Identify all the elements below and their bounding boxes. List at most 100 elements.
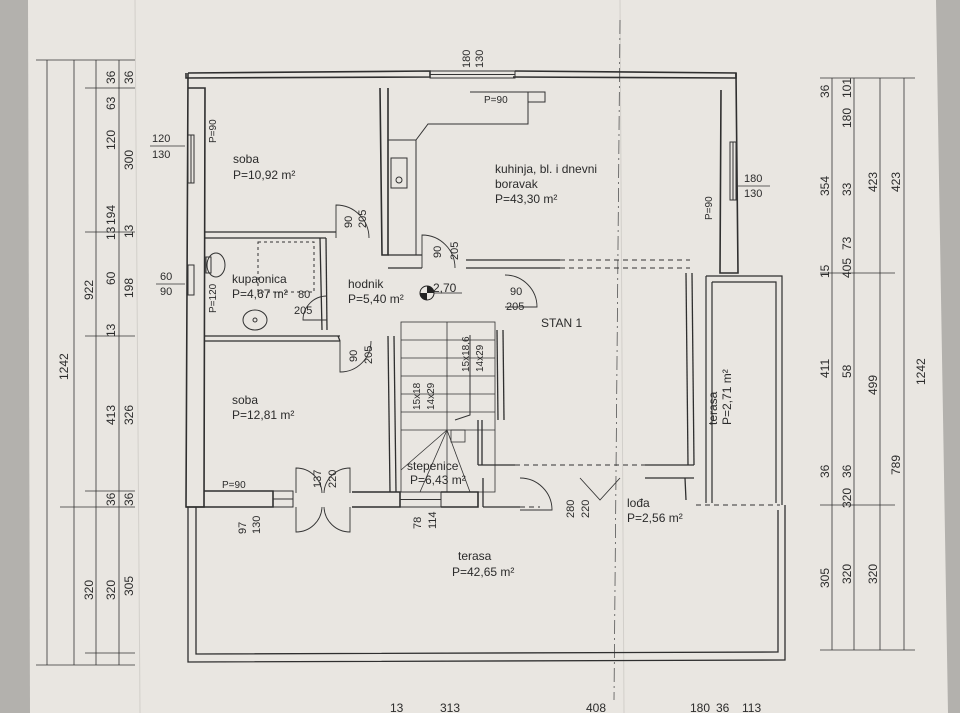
door-loggia: [519, 477, 553, 511]
dim-left-b4: 13: [104, 226, 118, 240]
dim-right-d0: 423: [889, 172, 903, 192]
terrace-area: P=42,65 m²: [452, 565, 514, 579]
parapet-room2: P=90: [222, 480, 246, 491]
stairs-area: P=6,43 m²: [410, 473, 466, 487]
opening-loggia-h: 220: [580, 500, 592, 518]
terrace-outline: [187, 505, 786, 663]
dim-left-b2: 120: [104, 130, 118, 150]
dim-right-a4: 73: [840, 236, 854, 250]
dim-left-b3: 194: [104, 205, 118, 225]
door-bath: [302, 295, 328, 321]
dim-right-a8: 320: [840, 488, 854, 508]
door-room1-w: 90: [343, 216, 355, 228]
window-bath: [187, 264, 195, 296]
paper-sheet: [28, 0, 948, 713]
bath-name: kupaonica: [232, 272, 287, 286]
opening-kitchen-top-w: 180: [461, 50, 473, 68]
level-marker: [419, 285, 462, 301]
dim-left-c3: 198: [122, 278, 136, 298]
paper-fold: [134, 0, 141, 713]
door-living: [504, 274, 538, 308]
left-dimension-lines: [36, 59, 135, 666]
opening-room2-h: 130: [251, 516, 263, 534]
stairs-drawing: [400, 321, 496, 493]
level-mark-label: 2,70: [433, 281, 457, 295]
stair-label-1: 14x29: [426, 382, 437, 410]
dim-right-b2: 15: [818, 264, 832, 278]
opening-stairs-w: 78: [412, 517, 424, 529]
dim-right-b1: 354: [818, 176, 832, 196]
dim-bottom-5: 180: [690, 701, 710, 713]
loggia-area: P=2,56 m²: [627, 511, 683, 525]
stair-label-0: 15x18: [412, 382, 423, 410]
door-kitchen-h: 205: [449, 242, 461, 260]
balcony-name: terasa: [706, 391, 720, 425]
opening-room1-h: 130: [152, 149, 170, 161]
folding-door: [579, 477, 621, 501]
door-room1-h: 205: [357, 210, 369, 228]
dim-left-c2: 13: [122, 224, 136, 238]
dim-right-a1: 101: [840, 78, 854, 98]
dim-left-c6: 305: [122, 576, 136, 596]
parapet-kitchen-top: P=90: [484, 95, 508, 106]
dim-right-c0: 423: [866, 172, 880, 192]
shower-area: [257, 241, 315, 293]
bathroom-fixtures: [205, 241, 315, 331]
door-room2-w: 90: [348, 350, 360, 362]
washbasin-icon: [242, 309, 268, 331]
dim-bottom-0: 13: [390, 701, 404, 713]
kitchen-name-2: boravak: [495, 177, 539, 191]
dim-left-a1: 320: [82, 580, 96, 600]
opening-stairs-h: 114: [427, 511, 439, 529]
dim-left-b6: 13: [104, 323, 118, 337]
opening-bath-w: 60: [160, 271, 172, 283]
dim-left-a0: 922: [82, 280, 96, 300]
dim-left-c4: 326: [122, 405, 136, 425]
loggia-name: lođa: [627, 496, 650, 510]
door-living-h: 205: [506, 301, 524, 313]
balcony-door: [295, 467, 351, 533]
dim-right-a6: 58: [840, 364, 854, 378]
dim-right-d1: 789: [889, 455, 903, 475]
room1-area: P=10,92 m²: [233, 168, 295, 182]
dim-left-b0: 36: [104, 70, 118, 84]
opening-kitchen-top-h: 130: [474, 50, 486, 68]
kitchen-name: kuhinja, bl. i dnevni: [495, 162, 597, 176]
door-room1: [335, 204, 370, 239]
opening-balcony-w: 137: [312, 470, 324, 488]
door-kitchen-w: 90: [432, 246, 444, 258]
dim-right-total: 1242: [914, 358, 928, 385]
dim-right-a9: 320: [840, 564, 854, 584]
dim-right-a0: 36: [818, 84, 832, 98]
right-dimension-lines: [820, 77, 915, 651]
dim-right-c2: 320: [866, 564, 880, 584]
dim-left-c1: 300: [122, 150, 136, 170]
kitchen-area: P=43,30 m²: [495, 192, 557, 206]
interior-walls: [205, 231, 695, 508]
parapet-room1: P=90: [208, 119, 219, 143]
dim-left-b1: 63: [104, 96, 118, 110]
dim-right-c1: 499: [866, 375, 880, 395]
kitchen-counter: [388, 91, 546, 255]
unit-label: STAN 1: [541, 316, 582, 330]
stair-label-3: 14x29: [475, 344, 486, 372]
door-kitchen: [421, 234, 456, 269]
door-swings: [302, 204, 621, 511]
hall-area: P=5,40 m²: [348, 292, 404, 306]
door-bath-w: 80: [298, 289, 310, 301]
dim-left-b9: 320: [104, 580, 118, 600]
sink-icon: [390, 157, 408, 189]
balcony-right: [705, 275, 783, 505]
parapet-bath: P=120: [208, 283, 219, 313]
dim-bottom-3: 113: [742, 701, 761, 713]
dim-right-a3: 33: [840, 182, 854, 196]
dim-right-a7: 36: [840, 464, 854, 478]
dim-left-b8: 36: [104, 492, 118, 506]
dim-right-b3: 411: [818, 359, 832, 378]
dim-right-b5: 305: [818, 568, 832, 588]
opening-loggia-w: 280: [565, 500, 577, 518]
balcony-area: P=2,71 m²: [720, 369, 734, 425]
paper-fold: [619, 0, 625, 713]
